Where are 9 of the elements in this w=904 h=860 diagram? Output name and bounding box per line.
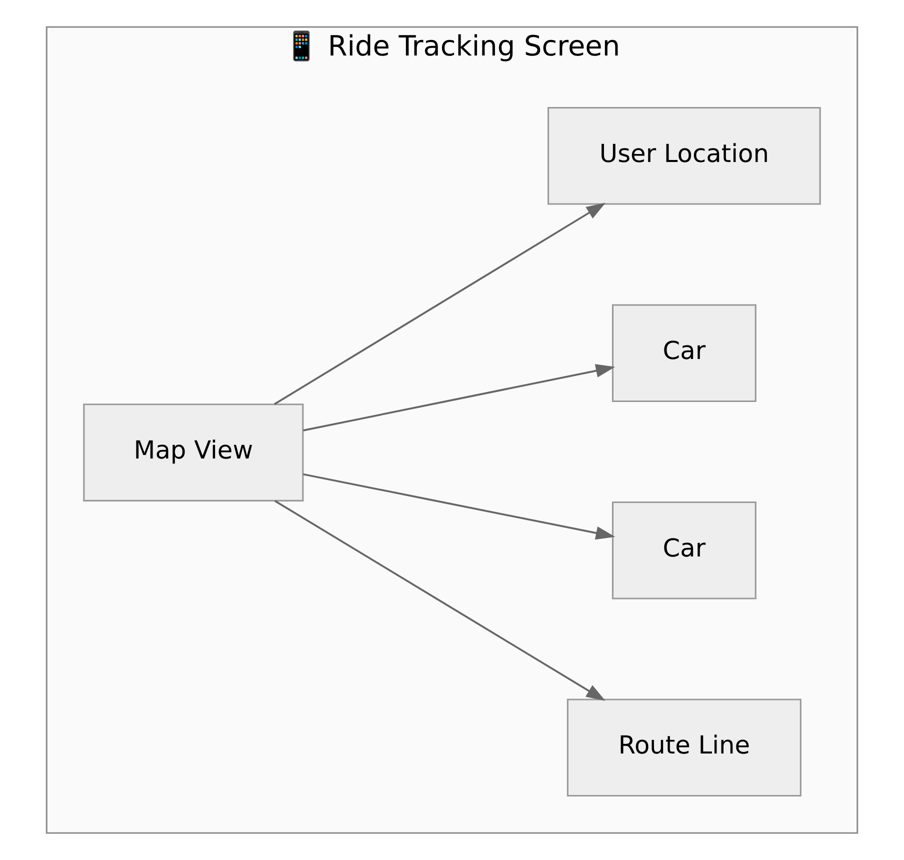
arrow bbox=[303, 473, 616, 540]
node-box: User Location bbox=[548, 106, 821, 205]
arrow bbox=[303, 364, 616, 432]
node-box: Map View bbox=[83, 404, 304, 502]
arrow bbox=[274, 500, 606, 701]
arrow bbox=[274, 202, 606, 405]
node-box: Car bbox=[612, 501, 756, 600]
node-box: Car bbox=[612, 304, 756, 402]
node-box: Route Line bbox=[566, 698, 802, 797]
